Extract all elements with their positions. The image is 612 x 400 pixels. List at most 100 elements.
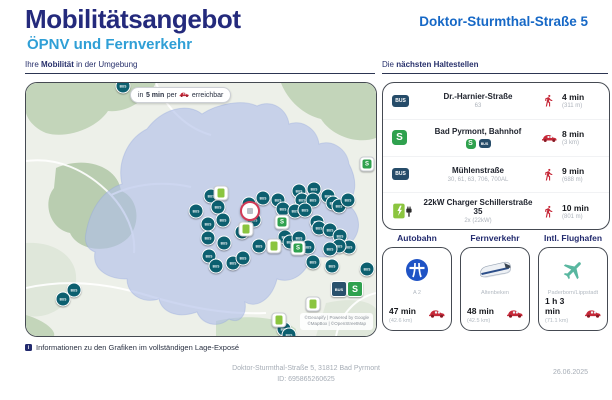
page-subtitle: ÖPNV und Fernverkehr	[27, 36, 193, 54]
car-icon	[429, 310, 445, 318]
bus-stop-marker: BUS	[322, 241, 338, 257]
info-icon: i	[25, 344, 32, 351]
stop-distance: (311 m)	[562, 103, 583, 110]
walk-icon	[545, 168, 553, 181]
stop-name: Dr.-Harnier-Straße	[443, 92, 513, 102]
card-title: Fernverkehr	[470, 233, 520, 243]
stop-time: 10 min	[562, 202, 589, 213]
ev-charger-marker	[271, 312, 287, 328]
bus-icon: BUS	[392, 168, 409, 181]
footer-id: ID: 695865260625	[277, 375, 335, 383]
sbahn-pin-marker: S	[290, 240, 306, 256]
bus-stop-marker: BUS	[251, 238, 267, 254]
map-section-label: Ihre Mobilität in der Umgebung	[25, 60, 375, 74]
card-distance: (71.1 km)	[545, 318, 569, 324]
bus-stop-marker: BUS	[305, 254, 321, 270]
bus-stop-marker: BUS	[297, 202, 313, 218]
header: Mobilitätsangebot ÖPNV und Fernverkehr D…	[25, 4, 588, 54]
card-time: 47 min	[389, 305, 416, 316]
ev-charger-marker	[305, 296, 321, 312]
plane-icon	[563, 262, 581, 280]
transport-card-autobahn: Autobahn A 2 47 min (42.6 km)	[382, 233, 452, 331]
footer-date: 26.06.2025	[552, 369, 588, 376]
footer-address: Doktor-Sturmthal-Straße 5, 31812 Bad Pyr…	[232, 365, 380, 372]
info-note: i Informationen zu den Grafiken im volls…	[25, 343, 239, 352]
bus-station-marker: BUS	[331, 281, 347, 297]
bus-stop-marker: BUS	[115, 83, 131, 94]
stop-lines: 2x (22kW)	[464, 218, 492, 225]
car-icon	[179, 91, 190, 100]
info-text: Informationen zu den Grafiken im vollstä…	[36, 343, 240, 352]
property-address: Doktor-Sturmthal-Straße 5	[419, 14, 588, 29]
walk-icon	[545, 205, 553, 218]
ev-charger-marker	[238, 221, 254, 237]
sbahn-icon: S	[465, 138, 476, 149]
bus-stop-marker: BUS	[200, 230, 216, 246]
bus-stop-marker: BUS	[359, 261, 375, 277]
map-attribution: ©Geoapify | Powered by Google ©MapBox | …	[300, 312, 373, 330]
car-icon	[507, 310, 523, 318]
stop-distance: (688 m)	[562, 176, 583, 183]
stop-time: 4 min	[562, 92, 585, 103]
ev-charger-icon	[393, 203, 412, 219]
bus-stop-marker: BUS	[55, 291, 71, 307]
bus-stop-marker: BUS	[324, 258, 340, 274]
bus-stop-marker: BUS	[235, 250, 251, 266]
stop-lines: 63	[474, 103, 482, 110]
stop-time: 8 min	[562, 129, 585, 140]
bus-stop-marker: BUS	[215, 212, 231, 228]
card-title: Intl. Flughafen	[543, 233, 603, 243]
bus-stop-marker: BUS	[66, 282, 82, 298]
ev-charger-marker	[213, 185, 229, 201]
footer-address-block: Doktor-Sturmthal-Straße 5, 31812 Bad Pyr…	[0, 364, 612, 386]
page-title: Mobilitätsangebot	[25, 4, 241, 34]
car-icon	[585, 310, 601, 318]
bus-icon: BUS	[478, 139, 491, 148]
card-label: Paderborn/Lippstadt	[547, 290, 599, 296]
sbahn-station-marker: S	[347, 281, 363, 297]
property-location-marker	[240, 201, 260, 221]
sbahn-pin-marker: S	[359, 156, 375, 172]
sbahn-icon: S	[392, 130, 407, 146]
sbahn-pin-marker: S	[274, 214, 290, 230]
card-title: Autobahn	[397, 233, 437, 243]
bus-stop-marker: BUS	[255, 190, 271, 206]
bus-stop-marker: BUS	[208, 258, 224, 274]
card-distance: (42.5 km)	[467, 318, 491, 324]
stops-section-label: Die nächsten Haltestellen	[382, 60, 608, 74]
card-label: A 2	[412, 290, 422, 296]
stop-time: 9 min	[562, 165, 585, 176]
bus-stop-marker: BUS	[340, 192, 356, 208]
stop-distance: (3 km)	[562, 140, 579, 147]
bus-icon: BUS	[392, 94, 409, 107]
reachability-badge: in 5 min per erreichbar	[130, 87, 232, 103]
stop-distance: (801 m)	[562, 213, 583, 220]
stop-name: Bad Pyrmont, Bahnhof	[434, 126, 522, 136]
stop-name: Mühlenstraße	[451, 165, 504, 175]
autobahn-icon	[406, 259, 428, 281]
bus-stop-marker: BUS	[188, 203, 204, 219]
bus-stop-marker: BUS	[216, 235, 232, 251]
ev-charger-marker	[266, 238, 282, 254]
card-time: 1 h 3 min	[545, 295, 565, 316]
train-icon	[480, 261, 511, 278]
card-label: Altenbeken	[481, 290, 509, 296]
stop-name: 22kW Charger Schillerstraße 35	[423, 197, 533, 217]
car-icon	[180, 92, 190, 97]
car-icon	[541, 134, 556, 142]
bus-stop-marker: BUS	[281, 327, 297, 336]
card-distance: (42.6 km)	[389, 318, 413, 324]
card-time: 48 min	[467, 305, 494, 316]
stop-lines: 30, 61, 63, 706, 700AL	[447, 176, 509, 183]
